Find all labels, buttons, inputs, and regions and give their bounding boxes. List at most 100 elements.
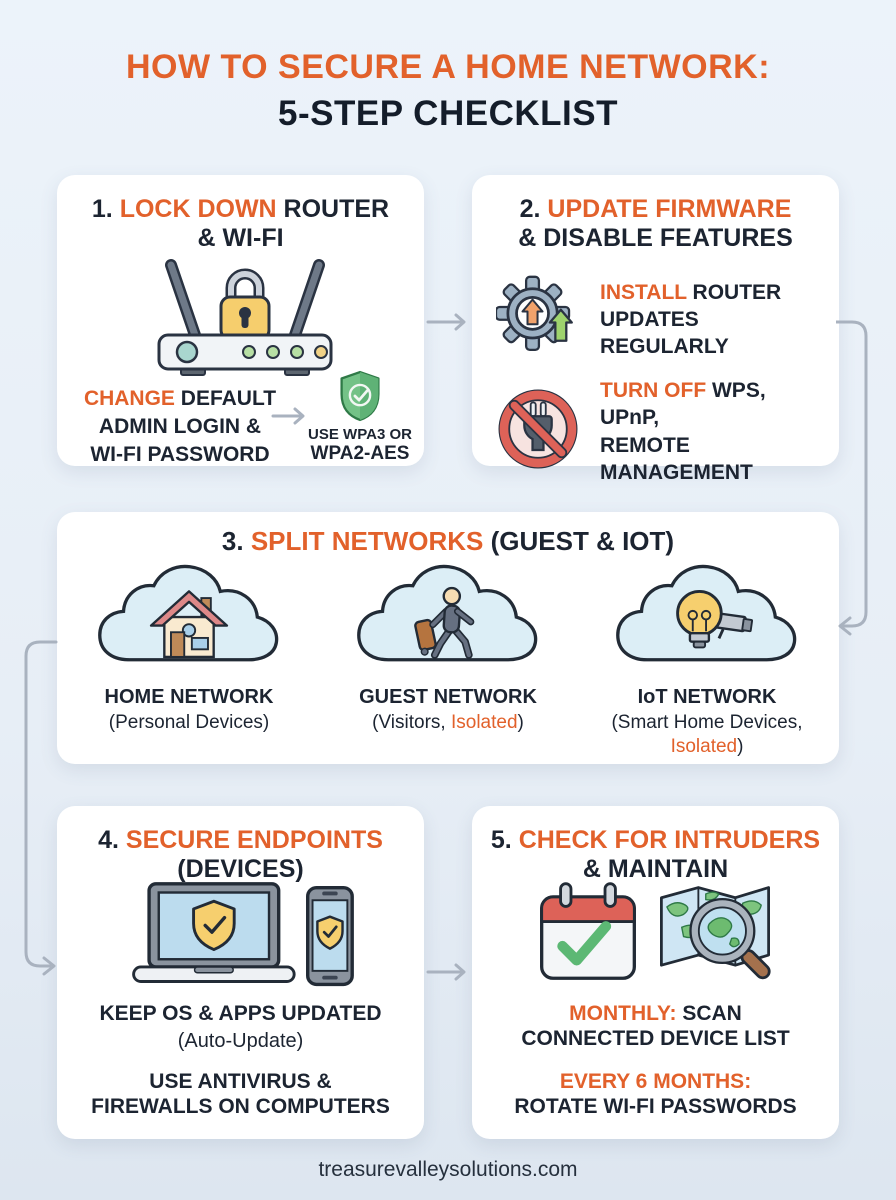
step3-title-highlight: SPLIT NETWORKS xyxy=(250,526,484,556)
step4-title-line1: 4. SECURE ENDPOINTS xyxy=(57,826,424,855)
home-cloud-icon xyxy=(59,562,319,674)
router-lock-icon xyxy=(145,249,345,382)
step4-body2-line2: FIREWALLS ON COMPUTERS xyxy=(91,1094,390,1118)
home-network-name: HOME NETWORK xyxy=(104,686,274,708)
step3-title: 3. SPLIT NETWORKS (GUEST & IOT) xyxy=(57,526,839,556)
guest-network-column: GUEST NETWORK (Visitors, Isolated) xyxy=(318,562,578,735)
step2-title-line1: 2. UPDATE FIRMWARE xyxy=(472,195,839,224)
step2-row2-text: TURN OFF WPS, UPnP, REMOTE MANAGEMENT xyxy=(600,377,826,486)
step1-title: 1. LOCK DOWN ROUTER & WI-FI xyxy=(57,195,424,253)
iot-network-sub: (Smart Home Devices, Isolated) xyxy=(577,711,837,759)
step1-body-text: CHANGE DEFAULT ADMIN LOGIN & WI-FI PASSW… xyxy=(67,385,293,469)
gear-update-icon xyxy=(494,275,580,364)
right-arrow-icon xyxy=(271,405,311,432)
step1-body-line2: ADMIN LOGIN & xyxy=(98,414,262,438)
iot-network-name: IoT NETWORK xyxy=(637,686,777,708)
step3-number: 3. xyxy=(221,526,251,556)
guest-sub-pre: (Visitors, xyxy=(372,712,451,733)
guest-sub-post: ) xyxy=(517,712,524,733)
step4-title-line2: (DEVICES) xyxy=(177,855,304,883)
step1-card: 1. LOCK DOWN ROUTER & WI-FI CHANGE DEFAU… xyxy=(57,175,424,466)
home-network-column: HOME NETWORK (Personal Devices) xyxy=(59,562,319,735)
step2-row2-line1: TURN OFF WPS, UPnP, xyxy=(600,377,826,432)
page-title-line2: 5-STEP CHECKLIST xyxy=(278,94,618,133)
step4-body1: KEEP OS & APPS UPDATED (Auto-Update) xyxy=(57,1002,424,1053)
step4-body2: USE ANTIVIRUS & FIREWALLS ON COMPUTERS xyxy=(57,1070,424,1120)
no-plug-icon xyxy=(496,387,580,476)
step5-body2: EVERY 6 MONTHS: ROTATE WI-FI PASSWORDS xyxy=(472,1070,839,1120)
step2-row1-line2: UPDATES REGULARLY xyxy=(600,307,729,359)
step2-row1-highlight: INSTALL xyxy=(600,280,687,304)
step2-number: 2. xyxy=(519,195,548,223)
step2-row2-highlight: TURN OFF xyxy=(600,379,707,402)
step2-row1-line1: INSTALL ROUTER xyxy=(600,279,826,306)
guest-network-name: GUEST NETWORK xyxy=(359,686,537,708)
step5-body2-line2: ROTATE WI-FI PASSWORDS xyxy=(514,1094,797,1118)
arrow-right-1-to-2-icon xyxy=(426,310,472,339)
page-title-line1: HOW TO SECURE A HOME NETWORK: xyxy=(125,48,771,86)
step5-title: 5. CHECK FOR INTRUDERS & MAINTAIN xyxy=(472,826,839,884)
step4-title-highlight: SECURE ENDPOINTS xyxy=(125,826,383,854)
step4-body1-line2: (Auto-Update) xyxy=(177,1029,304,1052)
step5-body1-line1: MONTHLY: SCAN xyxy=(472,1002,839,1027)
iot-sub-line2: Isolated) xyxy=(577,735,837,759)
step1-body-highlight: CHANGE xyxy=(83,387,175,410)
step1-number: 1. xyxy=(91,195,120,223)
iot-cloud-icon xyxy=(577,562,837,674)
iot-network-column: IoT NETWORK (Smart Home Devices, Isolate… xyxy=(577,562,837,759)
step4-body2-line1: USE ANTIVIRUS & xyxy=(149,1070,332,1093)
step2-row2: TURN OFF WPS, UPnP, REMOTE MANAGEMENT xyxy=(496,377,826,486)
iot-sub-highlight: Isolated xyxy=(670,735,738,757)
step2-row2-line2: REMOTE MANAGEMENT xyxy=(600,433,753,484)
step3-card: 3. SPLIT NETWORKS (GUEST & IOT) HOME NET… xyxy=(57,512,839,764)
step1-body-line1: CHANGE DEFAULT xyxy=(67,385,293,413)
step2-row2-rest: WPS, UPnP, xyxy=(600,379,766,430)
arrow-right-4-to-5-icon xyxy=(426,960,472,989)
guest-cloud-icon xyxy=(318,562,578,674)
laptop-phone-shield-icon xyxy=(120,878,360,1001)
step2-title: 2. UPDATE FIRMWARE & DISABLE FEATURES xyxy=(472,195,839,253)
arrow-curve-left-3-to-4-icon xyxy=(18,636,62,981)
step1-title-highlight: LOCK DOWN xyxy=(119,195,277,223)
iot-sub-post: ) xyxy=(737,735,744,757)
step1-body-line3: WI-FI PASSWORD xyxy=(90,442,270,466)
step1-body-line1-rest: DEFAULT xyxy=(174,387,277,410)
step5-body1-highlight: MONTHLY: xyxy=(569,1002,677,1025)
footer-url: treasurevalleysolutions.com xyxy=(318,1158,578,1181)
step5-body1-line2: CONNECTED DEVICE LIST xyxy=(521,1026,790,1050)
arrow-curve-right-2-to-3-icon xyxy=(834,316,876,643)
step5-number: 5. xyxy=(490,826,519,854)
home-network-sub: (Personal Devices) xyxy=(108,712,270,733)
step5-title-line2: & MAINTAIN xyxy=(582,855,729,883)
step5-body1: MONTHLY: SCAN CONNECTED DEVICE LIST xyxy=(472,1002,839,1052)
step1-title-line2: & WI-FI xyxy=(197,224,284,252)
step1-title-rest: ROUTER xyxy=(276,195,390,223)
step5-title-highlight: CHECK FOR INTRUDERS xyxy=(518,826,821,854)
iot-sub-line1: (Smart Home Devices, xyxy=(611,712,803,733)
step4-number: 4. xyxy=(98,826,126,854)
guest-network-sub: (Visitors, Isolated) xyxy=(318,711,578,735)
step4-title: 4. SECURE ENDPOINTS (DEVICES) xyxy=(57,826,424,884)
shield-check-icon xyxy=(299,369,421,423)
step2-title-highlight: UPDATE FIRMWARE xyxy=(547,195,792,223)
step4-card: 4. SECURE ENDPOINTS (DEVICES) KEEP OS & … xyxy=(57,806,424,1139)
step2-row1-rest: ROUTER xyxy=(686,280,782,304)
step4-body1-line1: KEEP OS & APPS UPDATED xyxy=(99,1002,382,1025)
step2-card: 2. UPDATE FIRMWARE & DISABLE FEATURES xyxy=(472,175,839,484)
step1-tip-line1: USE WPA3 OR xyxy=(308,426,412,443)
step1-title-line1: 1. LOCK DOWN ROUTER xyxy=(57,195,424,224)
step1-tip: USE WPA3 OR WPA2-AES xyxy=(299,369,421,465)
guest-sub-highlight: Isolated xyxy=(450,712,518,733)
step5-card: 5. CHECK FOR INTRUDERS & MAINTAIN xyxy=(472,806,839,1139)
step3-title-rest: (GUEST & IOT) xyxy=(483,526,675,556)
step5-title-line1: 5. CHECK FOR INTRUDERS xyxy=(472,826,839,855)
step2-title-line2: & DISABLE FEATURES xyxy=(518,224,793,252)
step2-row1: INSTALL ROUTER UPDATES REGULARLY xyxy=(494,275,826,364)
calendar-check-icon xyxy=(536,878,640,989)
step5-body2-highlight: EVERY 6 MONTHS: xyxy=(559,1070,752,1093)
step5-body1-rest: SCAN xyxy=(676,1002,742,1025)
step1-tip-line2: WPA2-AES xyxy=(310,443,410,464)
map-magnifier-icon xyxy=(654,879,776,988)
step2-row1-text: INSTALL ROUTER UPDATES REGULARLY xyxy=(600,279,826,361)
step5-icons xyxy=(472,878,839,989)
